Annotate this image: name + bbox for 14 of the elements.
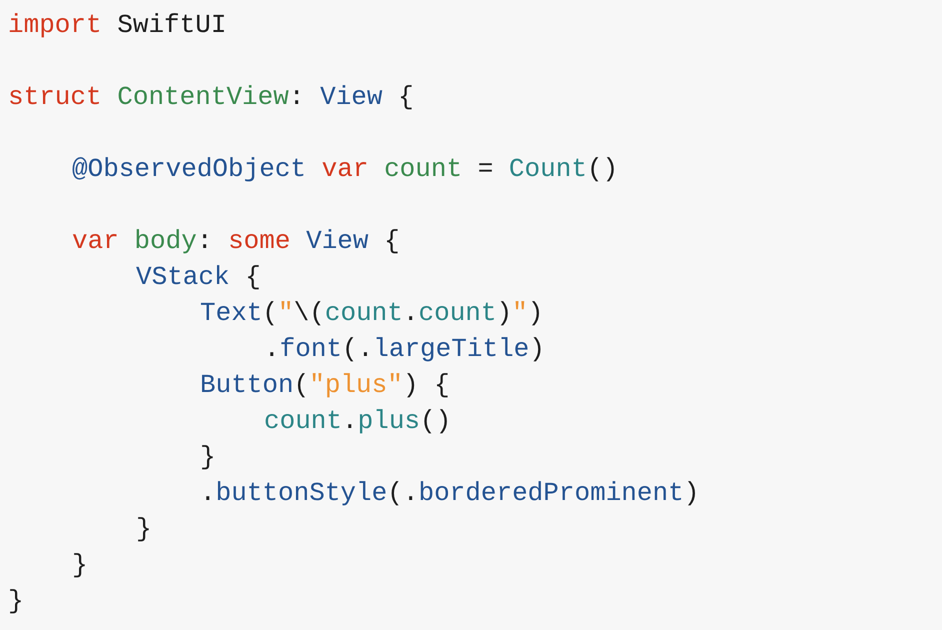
code-line: .font(.largeTitle) xyxy=(264,334,545,364)
code-line: count.plus() xyxy=(264,406,452,436)
code-line: } xyxy=(136,514,152,544)
code-line: } xyxy=(8,586,24,616)
code-line: @ObservedObject var count = Count() xyxy=(72,154,618,184)
code-line: Button("plus") { xyxy=(200,370,450,400)
code-line: .buttonStyle(.borderedProminent) xyxy=(200,478,700,508)
code-line: Text("\(count.count)") xyxy=(200,298,544,328)
code-line: var body: some View { xyxy=(72,226,400,256)
code-line: } xyxy=(200,442,216,472)
code-line: struct ContentView: View { xyxy=(8,82,414,112)
code-line: VStack { xyxy=(136,262,261,292)
code-line: import SwiftUI xyxy=(8,10,226,40)
code-line: } xyxy=(72,550,88,580)
